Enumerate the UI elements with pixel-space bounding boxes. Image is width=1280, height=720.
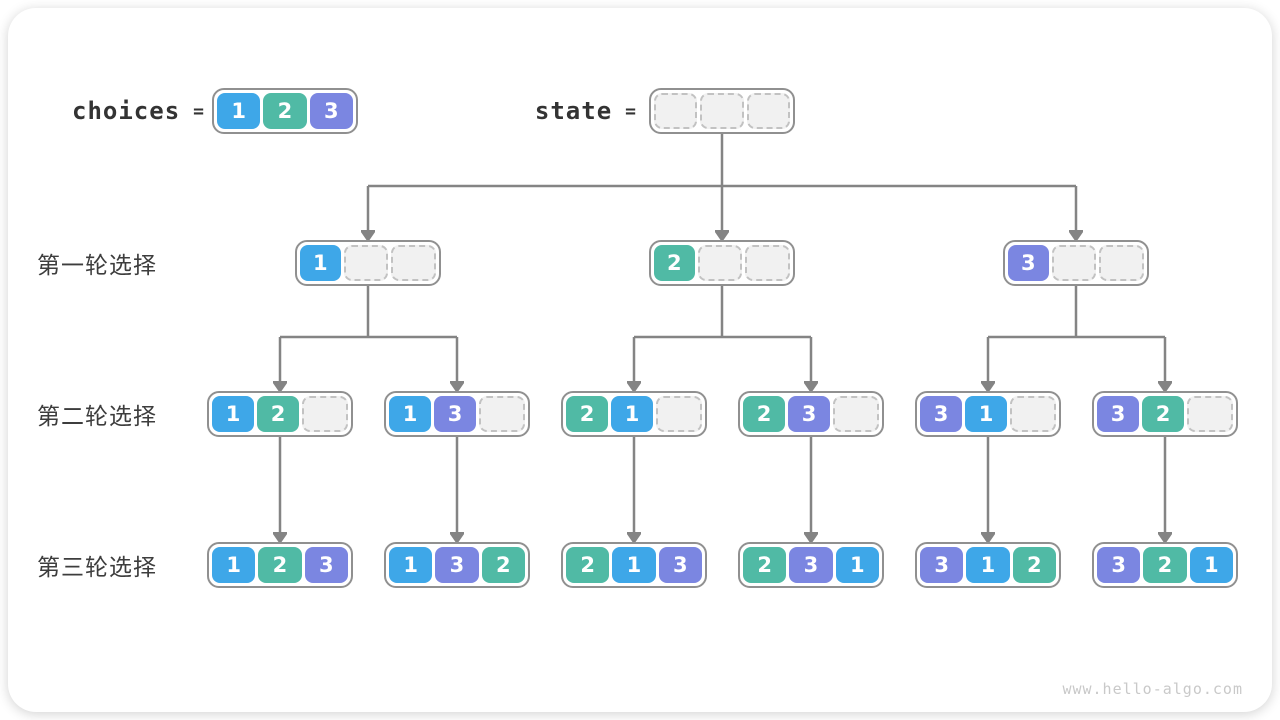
value-cell-1: 1 — [611, 396, 653, 432]
value-cell-3: 3 — [658, 547, 702, 583]
value-cell-1: 1 — [965, 396, 1007, 432]
value-cell-1: 1 — [217, 93, 261, 129]
empty-cell — [1187, 396, 1233, 432]
choices-equals-sign: = — [193, 100, 204, 122]
value-cell-3: 3 — [1008, 245, 1049, 281]
value-cell-2: 2 — [257, 396, 299, 432]
value-cell-3: 3 — [920, 396, 962, 432]
value-cell-2: 2 — [1142, 396, 1184, 432]
choices-label-group: choices = — [20, 88, 204, 134]
value-cell-2: 2 — [1143, 547, 1187, 583]
value-cell-2: 2 — [743, 396, 785, 432]
value-cell-1: 1 — [212, 547, 256, 583]
empty-cell — [391, 245, 437, 281]
value-cell-3: 3 — [435, 547, 479, 583]
round-1-label: 第一轮选择 — [37, 252, 157, 278]
empty-cell — [1051, 245, 1097, 281]
empty-cell — [697, 245, 743, 281]
empty-cell — [745, 245, 791, 281]
tree-node-round1-2: 2 — [649, 240, 795, 286]
state-label: state — [534, 97, 613, 125]
state-equals-sign: = — [625, 100, 636, 122]
empty-cell — [746, 93, 790, 129]
value-cell-1: 1 — [389, 547, 433, 583]
choices-label: choices — [72, 97, 181, 125]
state-box — [649, 88, 795, 134]
value-cell-3: 3 — [920, 547, 964, 583]
state-label-group: state = — [436, 88, 636, 134]
value-cell-2: 2 — [654, 245, 695, 281]
empty-cell — [700, 93, 744, 129]
value-cell-3: 3 — [1097, 547, 1141, 583]
empty-cell — [343, 245, 389, 281]
value-cell-2: 2 — [1012, 547, 1056, 583]
value-cell-1: 1 — [389, 396, 431, 432]
empty-cell — [479, 396, 525, 432]
value-cell-3: 3 — [1097, 396, 1139, 432]
value-cell-2: 2 — [263, 93, 307, 129]
empty-cell — [1099, 245, 1145, 281]
empty-cell — [656, 396, 702, 432]
watermark: www.hello-algo.com — [1062, 680, 1243, 698]
value-cell-3: 3 — [304, 547, 348, 583]
value-cell-1: 1 — [966, 547, 1010, 583]
value-cell-3: 3 — [309, 93, 353, 129]
value-cell-3: 3 — [788, 396, 830, 432]
empty-cell — [654, 93, 698, 129]
value-cell-1: 1 — [300, 245, 341, 281]
empty-cell — [302, 396, 348, 432]
value-cell-1: 1 — [212, 396, 254, 432]
value-cell-2: 2 — [743, 547, 787, 583]
value-cell-2: 2 — [258, 547, 302, 583]
tree-node-round1-3: 3 — [1003, 240, 1149, 286]
empty-cell — [833, 396, 879, 432]
round-3-label: 第三轮选择 — [37, 554, 157, 580]
value-cell-3: 3 — [434, 396, 476, 432]
value-cell-2: 2 — [566, 396, 608, 432]
value-cell-1: 1 — [835, 547, 879, 583]
value-cell-3: 3 — [789, 547, 833, 583]
empty-cell — [1010, 396, 1056, 432]
tree-node-round1-1: 1 — [295, 240, 441, 286]
value-cell-2: 2 — [566, 547, 610, 583]
value-cell-1: 1 — [612, 547, 656, 583]
value-cell-1: 1 — [1189, 547, 1233, 583]
round-2-label: 第二轮选择 — [37, 403, 157, 429]
value-cell-2: 2 — [481, 547, 525, 583]
